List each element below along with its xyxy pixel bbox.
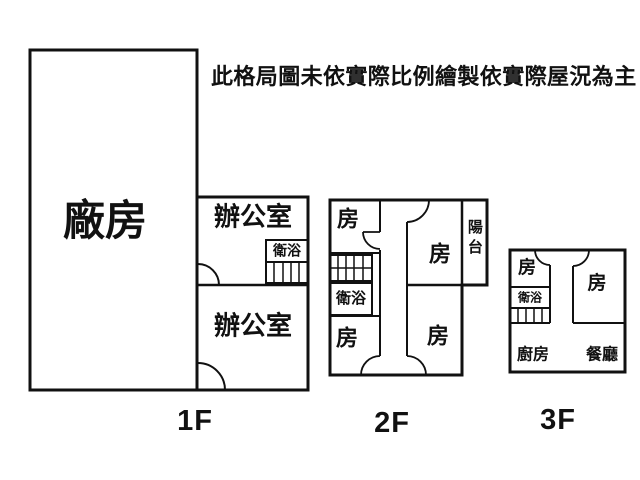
room-label-bathroom-3f: 衛浴 (517, 290, 543, 305)
room-label-office-bottom: 辦公室 (213, 310, 293, 341)
room-label-bedroom-2f-bottomright: 房 (426, 323, 450, 349)
walls-1f (28, 48, 310, 392)
room-label-bedroom-2f-topright: 房 (428, 241, 452, 267)
room-label-bedroom-3f-topleft: 房 (518, 257, 536, 278)
room-label-dining: 餐廳 (585, 346, 619, 364)
stairs-1f-icon (273, 262, 300, 283)
floor-label-2f: 2F (374, 406, 410, 439)
room-label-balcony: 陽台 (465, 219, 483, 259)
room-label-bathroom-2f: 衛浴 (335, 290, 367, 308)
room-label-bedroom-2f-topleft: 房 (336, 206, 360, 232)
door-arcs-3f (534, 249, 590, 267)
room-label-bedroom-3f-topright: 房 (587, 273, 607, 295)
floor-label-1f: 1F (177, 404, 213, 437)
stairs-3f-icon (517, 308, 543, 323)
room-label-bedroom-2f-bottomleft: 房 (335, 325, 359, 351)
walls-3f (508, 248, 627, 374)
floor-label-3f: 3F (540, 403, 576, 436)
stairs-2f-icon (330, 255, 372, 281)
door-arcs-2f (360, 199, 430, 376)
walls-2f (328, 198, 489, 377)
door-arcs-1f (197, 263, 226, 391)
room-label-factory: 廠房 (62, 196, 148, 244)
room-label-office-top: 辦公室 (213, 201, 293, 232)
disclaimer-title: 此格局圖未依實際比例繪製依實際屋況為主 (211, 64, 637, 89)
room-label-kitchen: 廚房 (516, 346, 550, 364)
room-label-bathroom-1f: 衛浴 (273, 242, 301, 259)
